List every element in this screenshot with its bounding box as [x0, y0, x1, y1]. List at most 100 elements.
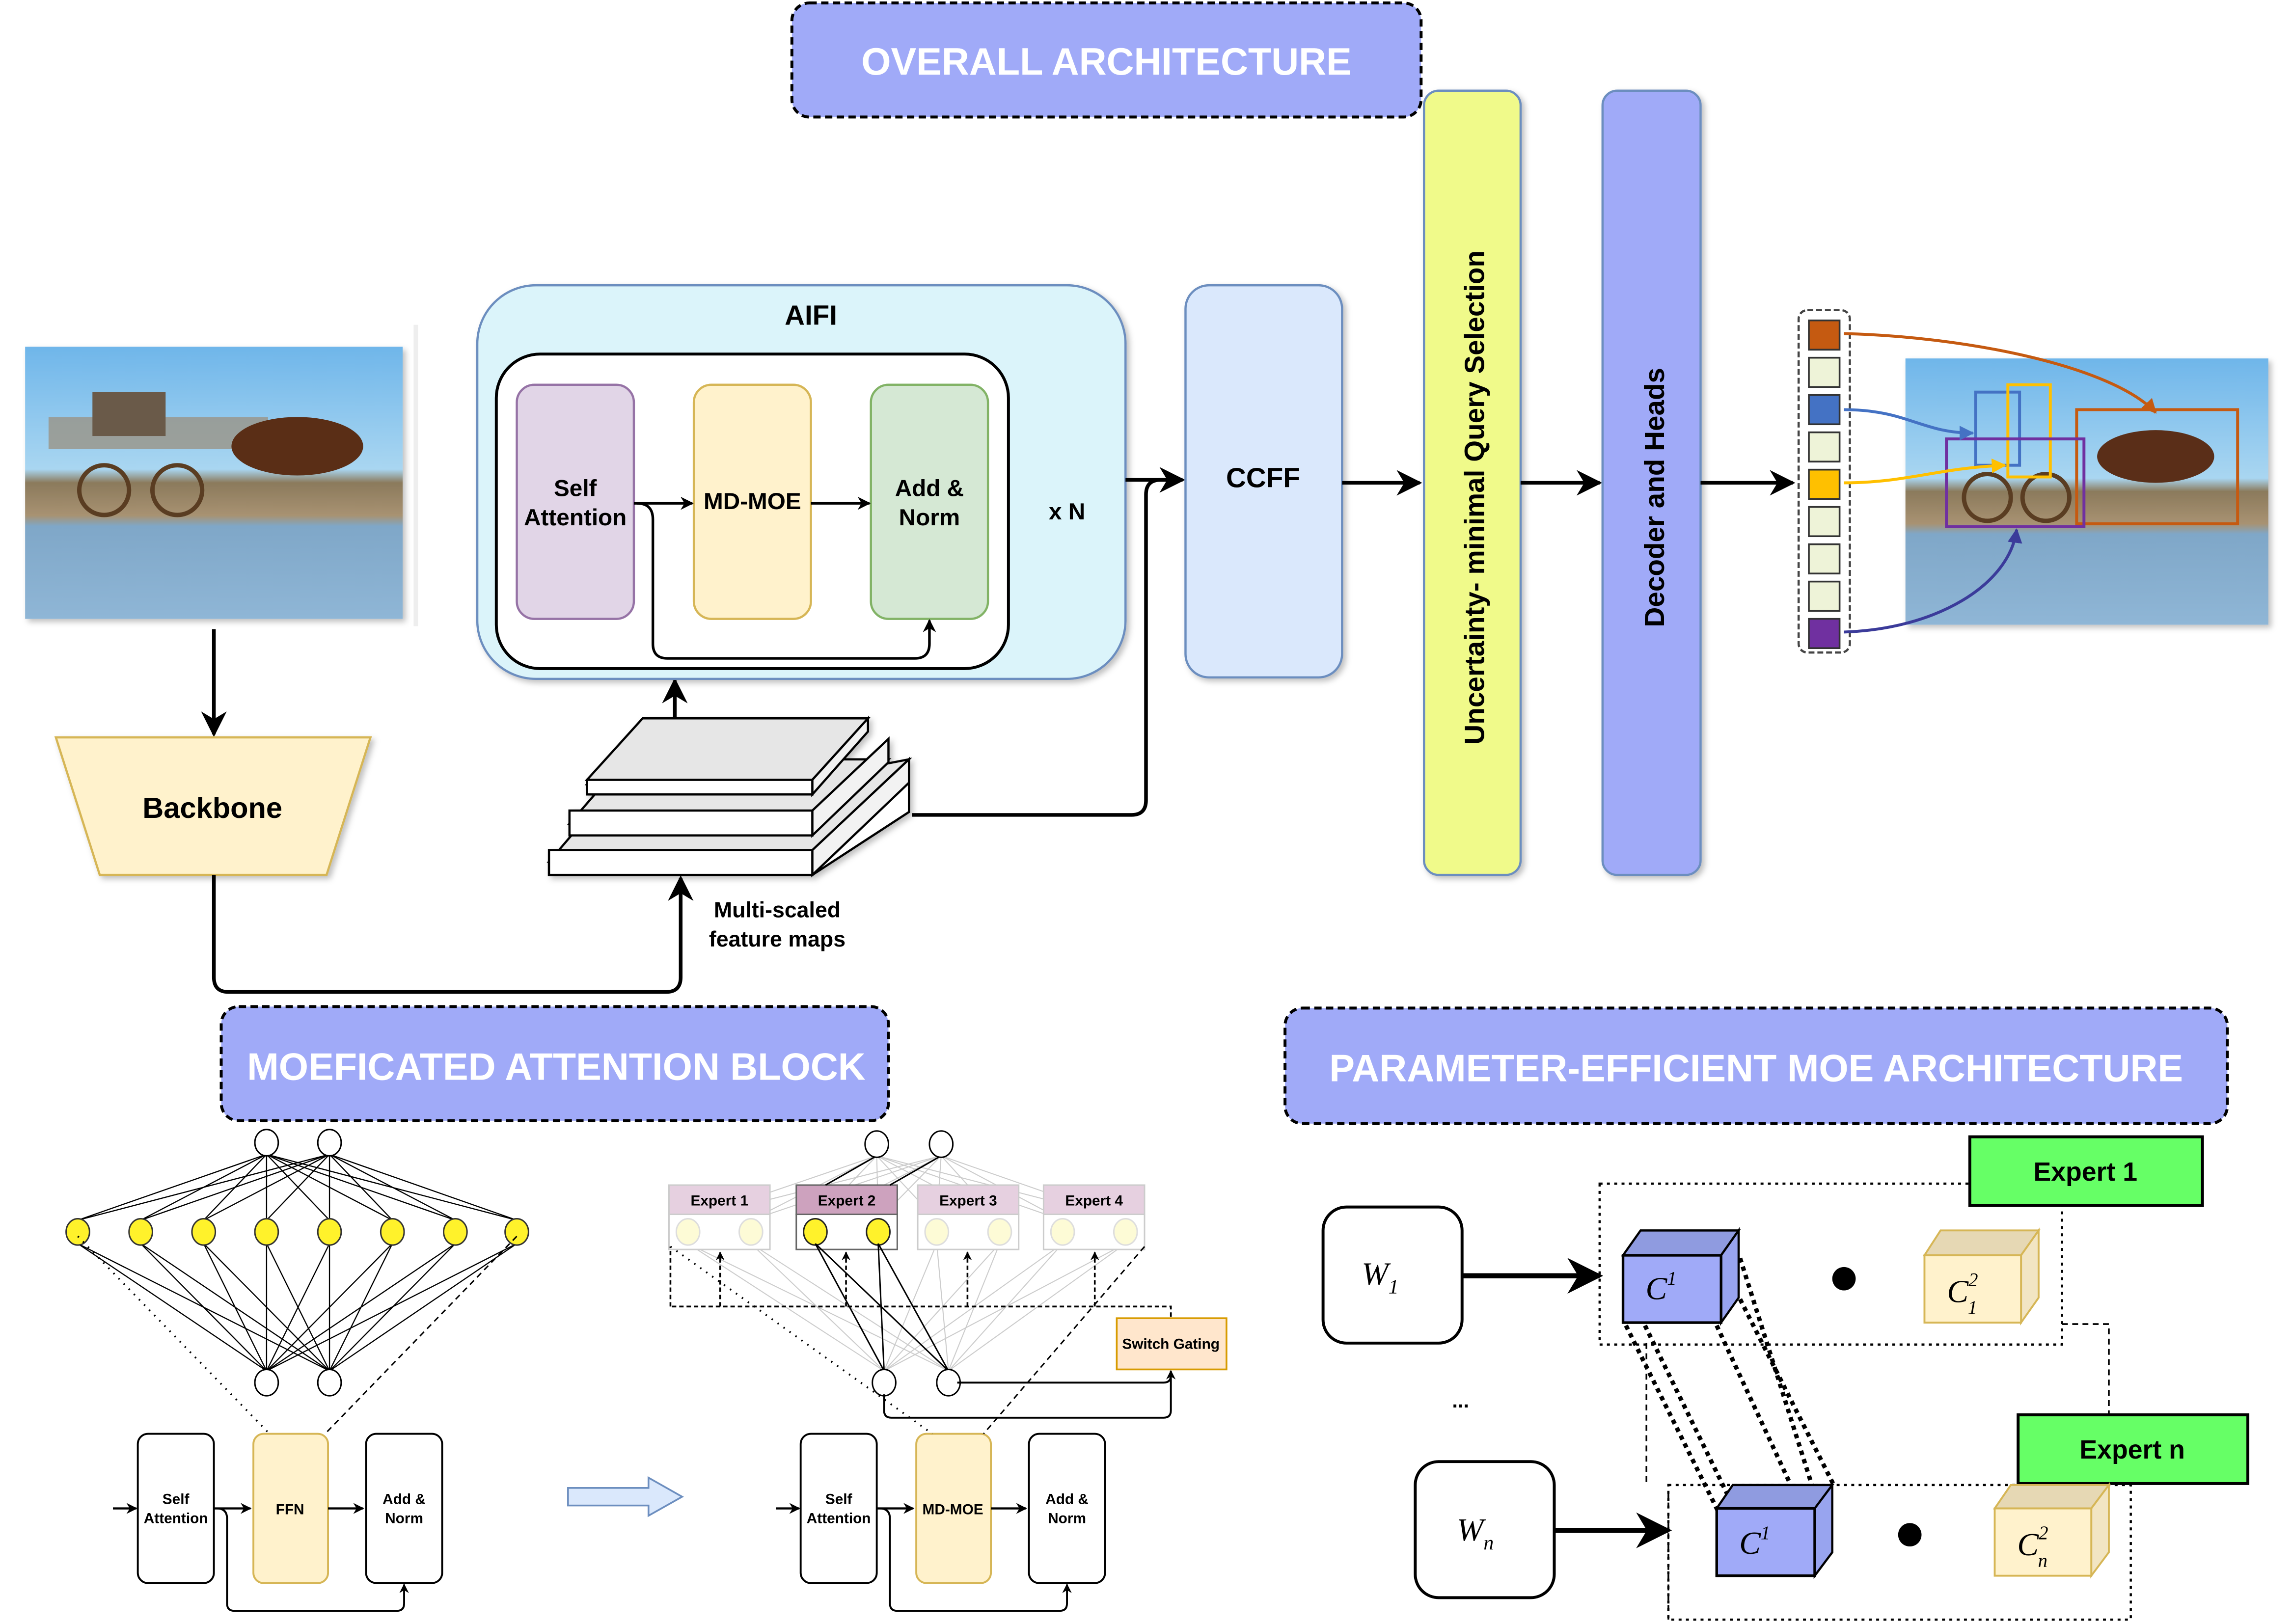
expertn-badge[interactable]: Expert n — [2017, 1413, 2250, 1485]
query-selection-block[interactable]: Uncertainty- minimal Query Selection — [1422, 89, 1522, 876]
output-neuron — [317, 1129, 342, 1157]
aifi-repeat-label: x N — [1049, 499, 1085, 525]
dense-edge — [329, 1154, 456, 1221]
active-edge — [825, 1155, 877, 1186]
output-image — [1905, 358, 2268, 625]
dense-edge — [77, 1243, 267, 1372]
c1-cube-expert1: C1 — [1621, 1227, 1741, 1326]
svg-text:Wn: Wn — [1457, 1513, 1494, 1554]
aifi-residual-connection — [636, 502, 936, 660]
hidden-neuron — [443, 1218, 468, 1246]
c1n-label: C — [1739, 1526, 1761, 1561]
aifi-add-norm[interactable]: Add & Norm — [870, 383, 989, 620]
left-add-norm[interactable]: Add & Norm — [365, 1433, 443, 1584]
input-neuron — [872, 1368, 897, 1397]
aifi-title: AIFI — [785, 300, 837, 331]
expert-label: Expert 1 — [690, 1193, 748, 1209]
left-ffn[interactable]: FFN — [252, 1433, 329, 1584]
aifi-add-norm-line1: Add & — [895, 475, 964, 501]
inactive-expert-neuron — [738, 1218, 764, 1246]
dense-edge — [329, 1243, 518, 1372]
node-to-gating — [957, 1370, 1176, 1384]
expert1-badge[interactable]: Expert 1 — [1968, 1135, 2204, 1207]
aifi-add-norm-line2: Norm — [899, 505, 960, 531]
inactive-expert-neuron — [675, 1218, 701, 1246]
expert-label: Expert 2 — [818, 1193, 876, 1209]
ccff-label: CCFF — [1226, 462, 1300, 493]
dense-edge — [140, 1154, 330, 1221]
right-zoom-line-dotted — [670, 1245, 933, 1435]
query-token-column — [1797, 309, 1851, 654]
input-neuron — [936, 1368, 961, 1397]
right-self-attention[interactable]: Self Attention — [799, 1433, 878, 1584]
switch-gating-block[interactable]: Switch Gating — [1116, 1317, 1228, 1371]
expert-box[interactable]: Expert 1 — [668, 1184, 771, 1250]
backbone-label: Backbone — [142, 791, 282, 824]
expert-box[interactable]: Expert 2 — [795, 1184, 898, 1250]
right-mdmoe-label: MD-MOE — [923, 1501, 983, 1517]
inactive-edge — [883, 1243, 1000, 1372]
query-token — [1808, 580, 1841, 612]
right-add-norm[interactable]: Add & Norm — [1028, 1433, 1106, 1584]
svg-text:C1: C1 — [1739, 1522, 1770, 1561]
cn2-superscript: 2 — [2039, 1522, 2048, 1543]
query-token — [1808, 319, 1841, 351]
expert-box[interactable]: Expert 3 — [917, 1184, 1020, 1250]
cn2-cube: C2 n — [1992, 1482, 2111, 1579]
left-sa-line2: Attention — [144, 1510, 208, 1526]
left-ffn-label: FFN — [276, 1501, 304, 1517]
dense-edge — [329, 1154, 517, 1221]
aifi-self-attention-line1: Self — [554, 475, 597, 501]
decoder-label: Decoder and Heads — [1639, 368, 1670, 627]
dense-edge — [329, 1243, 456, 1372]
aifi-self-attention-line2: Attention — [524, 505, 627, 531]
expertn-group — [1667, 1484, 2132, 1621]
output-neuron — [928, 1130, 954, 1158]
decoder-block[interactable]: Decoder and Heads — [1601, 89, 1702, 876]
dense-edge — [140, 1243, 330, 1372]
ccff-block[interactable]: CCFF — [1184, 284, 1343, 679]
aifi-block[interactable]: AIFI Self Attention MD-MOE Add & Norm x … — [476, 284, 1127, 680]
right-an-line2: Norm — [1048, 1510, 1086, 1526]
w1-block[interactable]: W1 — [1321, 1205, 1464, 1345]
moeficated-title: MOEFICATED ATTENTION BLOCK — [247, 1046, 866, 1088]
right-md-moe[interactable]: MD-MOE — [915, 1433, 992, 1584]
active-expert-neuron — [866, 1218, 891, 1246]
dense-edge — [266, 1243, 330, 1371]
inactive-expert-neuron — [1113, 1218, 1138, 1246]
query-token — [1808, 543, 1841, 575]
wn-block[interactable]: Wn — [1414, 1460, 1556, 1599]
dot-product-icon — [1832, 1267, 1856, 1291]
node-to-gating-2 — [883, 1371, 1172, 1419]
dot-product-icon-n — [1898, 1523, 1922, 1547]
inactive-expert-neuron — [987, 1218, 1012, 1246]
query-token — [1808, 394, 1841, 426]
dense-edge — [266, 1154, 330, 1221]
c1-cube-expertn: C1 — [1715, 1482, 1835, 1579]
query-token — [1808, 356, 1841, 388]
left-sa-line1: Self — [163, 1491, 190, 1508]
input-neuron — [254, 1368, 279, 1397]
inactive-expert-neuron — [1050, 1218, 1075, 1246]
dense-edge — [203, 1243, 330, 1372]
shared-weight-links — [1624, 1257, 1836, 1513]
cn2-label: C — [2017, 1527, 2039, 1563]
expertn-label: Expert n — [2079, 1435, 2185, 1464]
svg-text:W1: W1 — [1362, 1257, 1398, 1299]
right-an-line1: Add & — [1045, 1491, 1089, 1508]
input-neuron — [317, 1368, 342, 1397]
backbone-block[interactable]: Backbone — [54, 736, 372, 876]
output-neuron — [254, 1129, 279, 1157]
aifi-self-attention[interactable]: Self Attention — [516, 383, 635, 620]
expert-box[interactable]: Expert 4 — [1042, 1184, 1146, 1250]
cn2-subscript: n — [2038, 1550, 2047, 1571]
param-efficient-header: PARAMETER-EFFICIENT MOE ARCHITECTURE — [1283, 1006, 2229, 1125]
input-image — [25, 347, 403, 619]
svg-text:C21: C21 — [1947, 1270, 1978, 1319]
aifi-md-moe[interactable]: MD-MOE — [692, 383, 812, 620]
left-self-attention[interactable]: Self Attention — [136, 1433, 215, 1584]
gating-routing-line — [669, 1246, 1172, 1317]
right-transformer-row: Self Attention MD-MOE Add & Norm — [670, 1245, 1146, 1612]
